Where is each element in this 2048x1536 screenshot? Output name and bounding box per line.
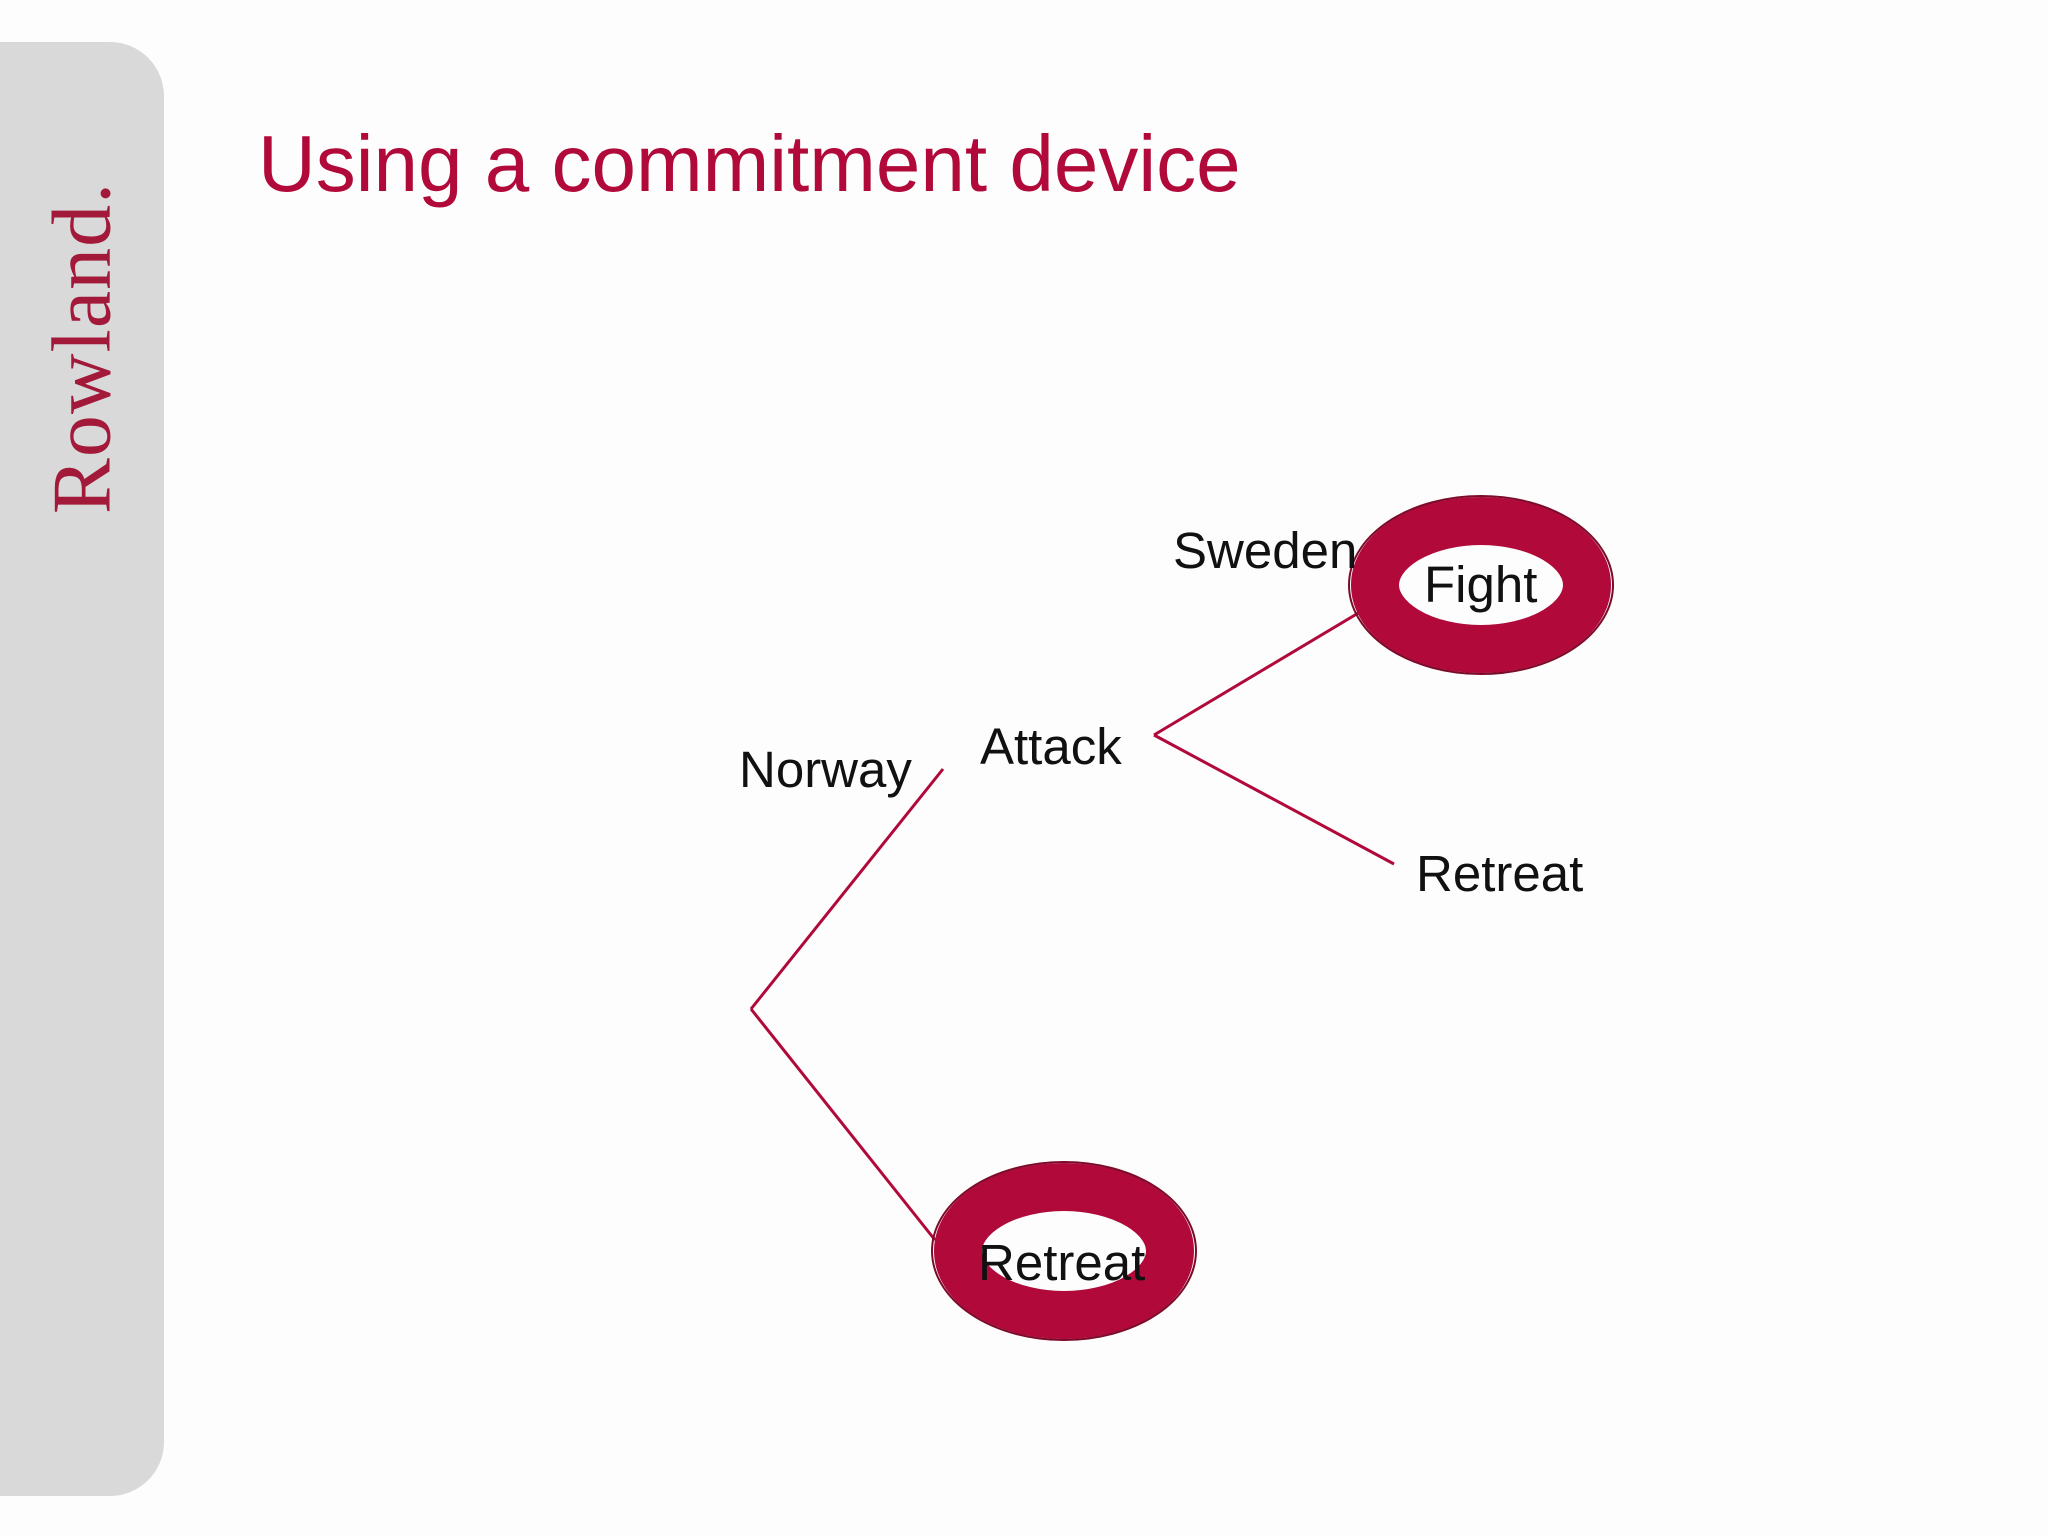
highlight-ring-retreat	[934, 1163, 1194, 1339]
sidebar: Rowland.	[0, 42, 164, 1496]
player-label-norway: Norway	[739, 741, 912, 798]
slide-title: Using a commitment device	[258, 119, 1241, 208]
branch-norway-attack	[749, 768, 945, 1010]
move-label-fight: Fight	[1424, 556, 1537, 613]
highlight-ring-retreat-edge	[931, 1161, 1197, 1341]
branch-sweden-retreat	[1153, 733, 1395, 866]
player-label-sweden: Sweden	[1173, 522, 1357, 579]
highlight-ring-fight	[1351, 497, 1611, 673]
highlight-ring-fight-edge	[1348, 495, 1614, 675]
move-label-attack: Attack	[980, 718, 1122, 775]
move-label-sweden-retreat: Retreat	[1416, 845, 1583, 902]
branch-norway-retreat	[749, 1008, 937, 1241]
branch-sweden-fight	[1153, 610, 1361, 737]
move-label-norway-retreat: Retreat	[978, 1234, 1145, 1291]
